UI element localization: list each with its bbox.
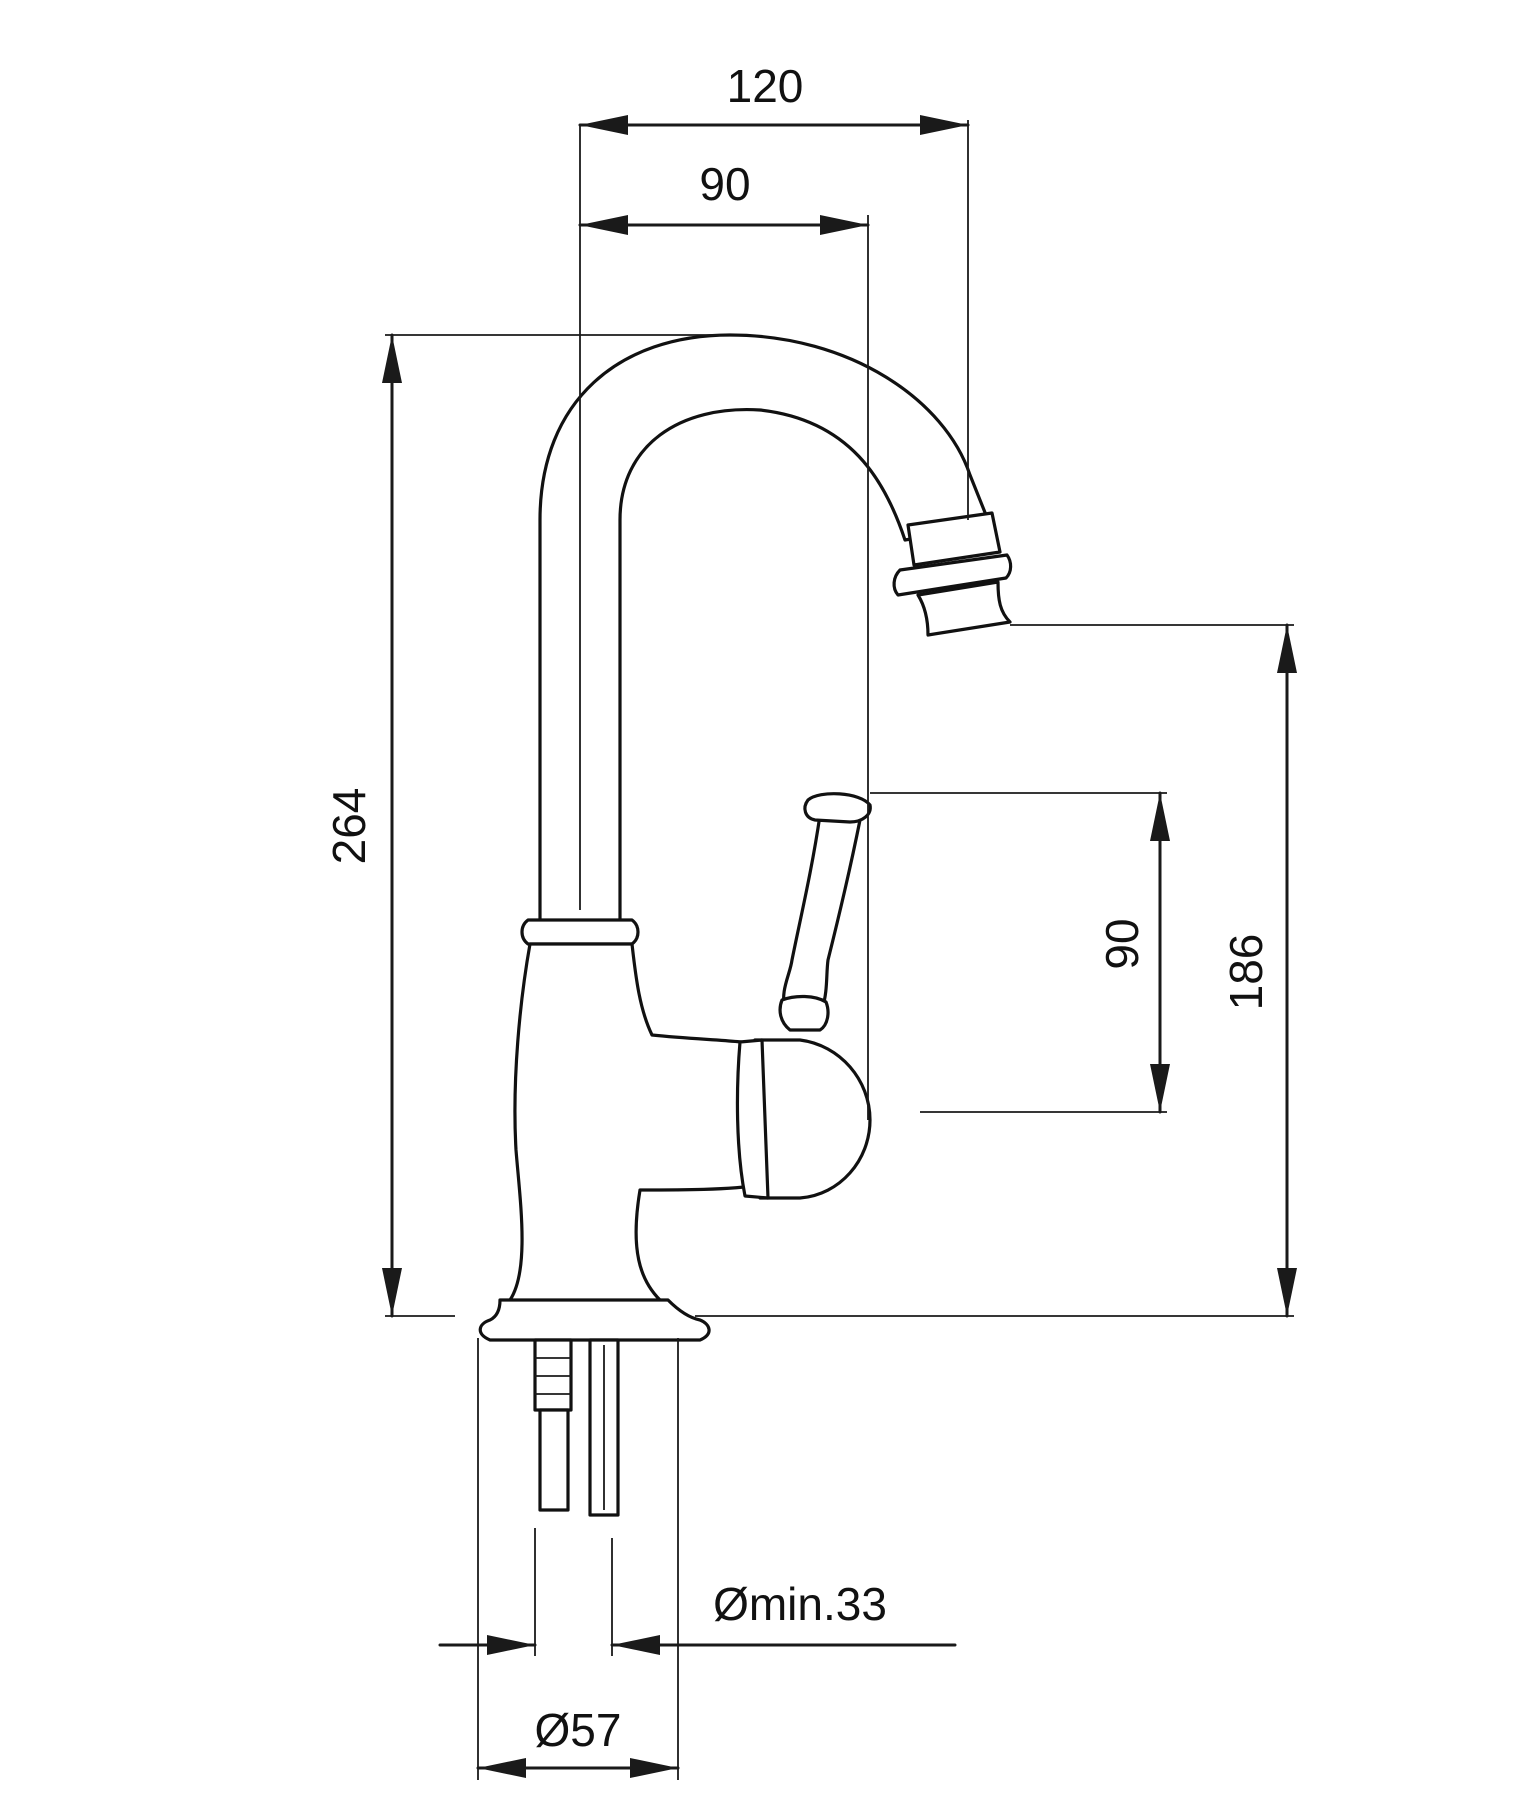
dimension-lines: 120 90 264 90	[323, 60, 1297, 1780]
dimension-90-horizontal: 90	[578, 158, 870, 235]
faucet-body	[486, 942, 762, 1332]
dimension-min-33: Ømin.33	[438, 1528, 957, 1656]
spout-aerator	[916, 580, 1012, 637]
spout	[538, 333, 992, 924]
faucet-outline	[478, 333, 1013, 1517]
dimension-label-186: 186	[1220, 934, 1272, 1011]
collar-ring	[520, 918, 640, 946]
dimension-186: 186	[695, 623, 1297, 1318]
lever-tip	[803, 792, 872, 824]
base-flange	[478, 1298, 711, 1342]
spout-ring-lower	[892, 553, 1013, 597]
dimension-label-90-horizontal: 90	[699, 158, 750, 210]
dimension-57: Ø57	[476, 1338, 680, 1780]
cartridge-housing	[753, 1038, 872, 1200]
dimension-120: 120	[578, 60, 970, 135]
hose-left	[538, 1408, 570, 1512]
lever-handle	[782, 813, 862, 1020]
lever-base	[778, 994, 830, 1032]
dimension-264: 264	[323, 333, 720, 1318]
dimension-label-57: Ø57	[535, 1704, 622, 1756]
spout-ring-upper	[906, 511, 1002, 567]
hose-left-fitting	[533, 1338, 573, 1412]
dimension-label-90-vertical: 90	[1096, 918, 1148, 969]
dimension-90-vertical: 90	[870, 791, 1170, 1114]
dimension-label-264: 264	[323, 788, 375, 865]
cartridge-cap	[735, 1038, 770, 1200]
dimension-label-min-33: Ømin.33	[713, 1578, 887, 1630]
dimension-label-120: 120	[727, 60, 804, 112]
